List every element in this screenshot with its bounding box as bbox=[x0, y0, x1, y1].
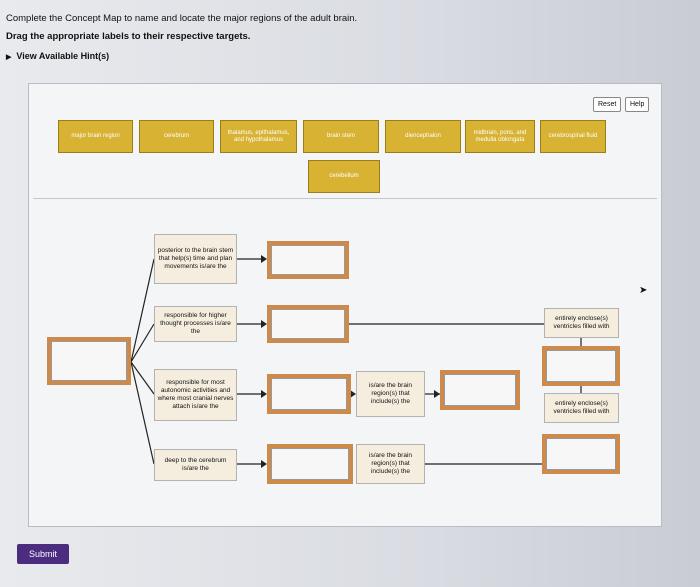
concept-enclose-2: entirely enclose(s) ventricles filled wi… bbox=[544, 393, 619, 423]
label-diencephalon[interactable]: diencephalon bbox=[385, 120, 461, 153]
concept-map-board: Reset Help major brain region cerebrum t… bbox=[28, 83, 662, 527]
concept-posterior: posterior to the brain stem that help(s)… bbox=[154, 234, 237, 284]
target-autonomic[interactable] bbox=[267, 374, 351, 414]
concept-autonomic: responsible for most autonomic activitie… bbox=[154, 369, 237, 421]
target-higher-thought[interactable] bbox=[267, 305, 349, 343]
label-cerebrospinal-fluid[interactable]: cerebrospinal fluid bbox=[540, 120, 606, 153]
concept-includes-1: is/are the brain region(s) that include(… bbox=[356, 371, 425, 417]
target-slot bbox=[271, 448, 349, 480]
label-thalamus-group[interactable]: thalamus, epithalamus, and hypothalamus bbox=[220, 120, 297, 153]
view-hints-link[interactable]: ▶ View Available Hint(s) bbox=[6, 51, 109, 61]
expand-triangle-icon: ▶ bbox=[6, 54, 12, 61]
submit-button[interactable]: Submit bbox=[17, 544, 69, 564]
target-slot bbox=[546, 438, 616, 470]
target-slot bbox=[51, 341, 127, 381]
mouse-cursor-icon: ➤ bbox=[639, 285, 648, 296]
target-includes-1[interactable] bbox=[440, 370, 520, 410]
concept-includes-2: is/are the brain region(s) that include(… bbox=[356, 444, 425, 484]
target-enclose-2[interactable] bbox=[542, 434, 620, 474]
concept-enclose-1: entirely enclose(s) ventricles filled wi… bbox=[544, 308, 619, 338]
instruction-drag-text: Drag the appropriate labels to their res… bbox=[6, 31, 251, 42]
target-csf[interactable] bbox=[542, 346, 620, 386]
view-hints-label: View Available Hint(s) bbox=[16, 51, 110, 61]
target-slot bbox=[546, 350, 616, 382]
concept-deep: deep to the cerebrum is/are the bbox=[154, 449, 237, 481]
target-deep[interactable] bbox=[267, 444, 353, 484]
label-midbrain-pons-medulla[interactable]: midbrain, pons, and medulla oblongata bbox=[465, 120, 535, 153]
target-slot bbox=[271, 378, 347, 410]
target-slot bbox=[271, 309, 345, 339]
concept-higher-thought: responsible for higher thought processes… bbox=[154, 306, 237, 342]
help-button[interactable]: Help bbox=[625, 97, 650, 112]
label-major-brain-region[interactable]: major brain region bbox=[58, 120, 133, 153]
reset-button[interactable]: Reset bbox=[593, 97, 622, 112]
label-brain-stem[interactable]: brain stem bbox=[303, 120, 379, 153]
target-slot bbox=[444, 374, 516, 406]
target-slot bbox=[271, 245, 345, 275]
target-posterior[interactable] bbox=[267, 241, 349, 279]
label-cerebellum[interactable]: cerebellum bbox=[308, 160, 380, 193]
target-root[interactable] bbox=[47, 337, 131, 385]
label-cerebrum[interactable]: cerebrum bbox=[139, 120, 214, 153]
instruction-text: Complete the Concept Map to name and loc… bbox=[6, 13, 358, 24]
label-bank: Reset Help major brain region cerebrum t… bbox=[33, 88, 657, 199]
